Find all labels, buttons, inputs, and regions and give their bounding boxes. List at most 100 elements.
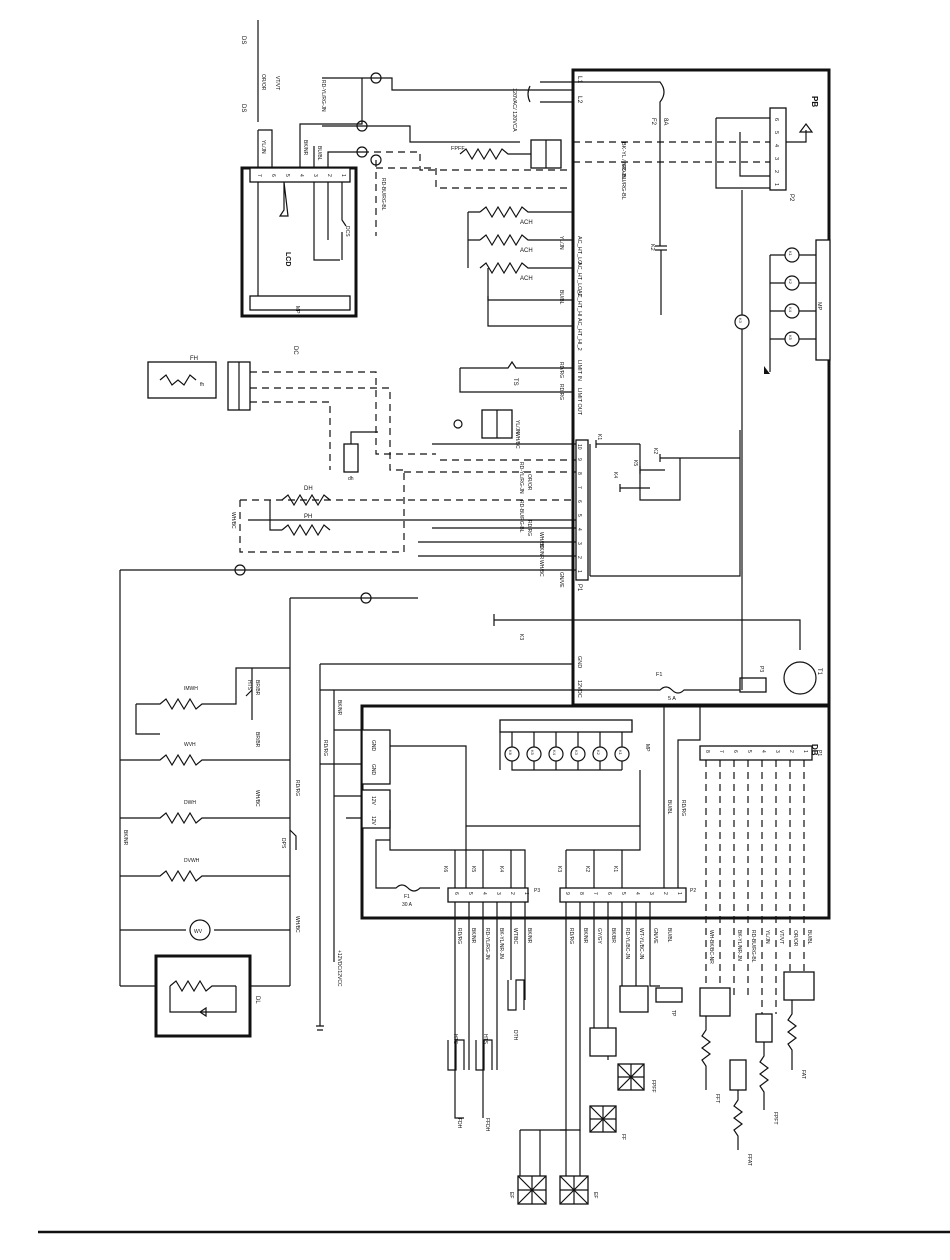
p1-connector (575, 439, 589, 581)
db-12v-block (361, 789, 391, 829)
fan-ff: FF (589, 1105, 626, 1140)
wire-color-label: BK/NR (302, 140, 308, 156)
p2-pin-label: 1 (773, 183, 779, 186)
wire-color-label: YL/JN (514, 420, 520, 434)
heater-label: FPFF (451, 146, 465, 152)
fan-ef-2: EF (559, 1175, 598, 1205)
f2-rating: 8A (662, 118, 668, 125)
db-12v-label-2: 12V (370, 816, 376, 826)
wire-color-label: BK/NR (470, 928, 476, 944)
p2-pin-label: 4 (773, 144, 779, 147)
p1-pin-label: 4 (576, 528, 582, 531)
wire-color-label: VT/VT (778, 930, 784, 944)
db-p2-pin: 9 (564, 892, 570, 895)
dwh-label: DWH (184, 800, 196, 806)
p1-pins: 10 9 8 7 6 5 4 3 2 1 (576, 444, 582, 573)
db-p2-pin: 6 (606, 892, 612, 895)
wire-color-label: WT-YL/BC-JN (638, 928, 644, 960)
wire-color-label: WH/BC (514, 432, 520, 449)
db-p1-pin: 5 (746, 750, 752, 753)
p2-pin-label: 2 (773, 170, 779, 173)
wire-color-label: WH/BC (254, 790, 260, 807)
wire-color-label: RD-BU/RG-BL (518, 500, 524, 533)
p1-pin-label: 9 (576, 458, 582, 461)
wire-color-label: RD/RG (680, 800, 686, 816)
12v-supply-label: +12VDC/12VCC (336, 950, 342, 987)
db-relay-label: K2 (596, 750, 601, 756)
wire-color-label: RD/RG (558, 384, 564, 400)
ff-label: FF (620, 1134, 626, 1140)
ach-heaters: ACH ACH ACH (467, 205, 573, 327)
wire-color-label: BK-YL/NR-JN (736, 930, 742, 961)
ds-label: DS (240, 36, 246, 44)
db-relay-label: K5 (530, 750, 535, 756)
db-k5: K5 (470, 866, 476, 872)
wire-color-label: OR/OR (792, 930, 798, 947)
ffat-plug (729, 1059, 747, 1091)
wire-color-label: BU/BL (316, 146, 322, 161)
db-k4: K4 (498, 866, 504, 872)
dl-light (154, 954, 252, 1038)
svg-text:4: 4 (298, 174, 304, 177)
db-f1-rating: 30 A (402, 902, 413, 908)
power-board-outline (571, 68, 831, 707)
db-f1-label: F1 (404, 894, 410, 900)
dc-label: DC (292, 346, 298, 355)
display-board-label: DB (810, 744, 819, 756)
limit-in-label: LIMIT IN (576, 360, 582, 381)
db-p3-pin: 1 (523, 892, 529, 895)
db-p1-pin: 2 (788, 750, 794, 753)
db-12v-label: 12V (370, 796, 376, 806)
db-p1-pin: 3 (774, 750, 780, 753)
wire-color-label: BU/BL (558, 290, 564, 305)
lcd-board-outline (240, 166, 358, 318)
wire-color-label: WH/BC (538, 560, 544, 577)
pb-p3-label: P3 (758, 666, 764, 672)
p1-pin-label: 8 (576, 472, 582, 475)
dps-label: DPS (280, 838, 286, 849)
db-p3-pins: 6 5 4 3 2 1 (453, 892, 529, 895)
wv-valve (189, 919, 211, 941)
svg-text:1: 1 (340, 174, 346, 177)
supply-voltage-label: 120VAC/ 120VCA (511, 88, 517, 132)
wire-color-label: YL/JN (558, 236, 564, 250)
p2-pin-label: 6 (773, 118, 779, 121)
wire-color-label: BU/BL (806, 930, 812, 945)
wire-color-label: BK-YL/NR-JN (498, 928, 504, 959)
fh-fuse-label: fh (200, 382, 204, 388)
p1-label: P1 (576, 584, 582, 592)
k2-contact-label: K2 (649, 244, 655, 251)
ach-label: ACH (520, 220, 533, 226)
ach-label: ACH (520, 276, 533, 282)
db-p2-pin: 1 (676, 892, 682, 895)
imwh-label: IMWH (184, 686, 198, 692)
wire-color-label: RD-YL/RG-JN (518, 462, 524, 494)
db-p2-pins: 9 8 7 6 5 4 3 2 1 (564, 892, 682, 895)
fan-plug-2 (589, 1027, 617, 1057)
ac-ht-hi-label: AC_HT_HI (576, 290, 582, 317)
coil-label: K4 (788, 307, 793, 313)
bottom-harness: RD/RG BK/NR RD-YL/RG-JN BK-YL/NR-JN WT/B… (447, 902, 815, 1205)
ac-ht-hi2-label: AC_HT_HI_2 (576, 318, 582, 351)
db-p3-pin: 3 (495, 892, 501, 895)
db-k1: K1 (612, 866, 618, 872)
fpft-plug (755, 1013, 773, 1043)
fpft-label: FPFT (772, 1112, 778, 1125)
wire-color-label: WH/BC (294, 916, 300, 933)
pb-f1-label: F1 (656, 672, 662, 678)
db-gnd-label: GND (370, 740, 376, 752)
db-p2-pin: 4 (634, 892, 640, 895)
p2-pin-label: 3 (773, 157, 779, 160)
tp-plug (655, 987, 683, 1003)
display-board-outline (360, 704, 831, 920)
svg-text:6: 6 (270, 174, 276, 177)
wire-color-label: WH-BK/BC-NR (708, 930, 714, 964)
wire-color-label: BK/BR (610, 928, 616, 943)
db-p1-pin: 1 (802, 750, 808, 753)
fpff-label: FPFF (650, 1080, 656, 1093)
tp-label: TP (670, 1010, 676, 1017)
pb-f1-rating: 5 A (668, 696, 676, 702)
coil-label: K2 (788, 279, 793, 285)
pb-relays: K1 K2 K4 K5 (589, 430, 741, 577)
pb-mp-label: MP (816, 302, 822, 311)
